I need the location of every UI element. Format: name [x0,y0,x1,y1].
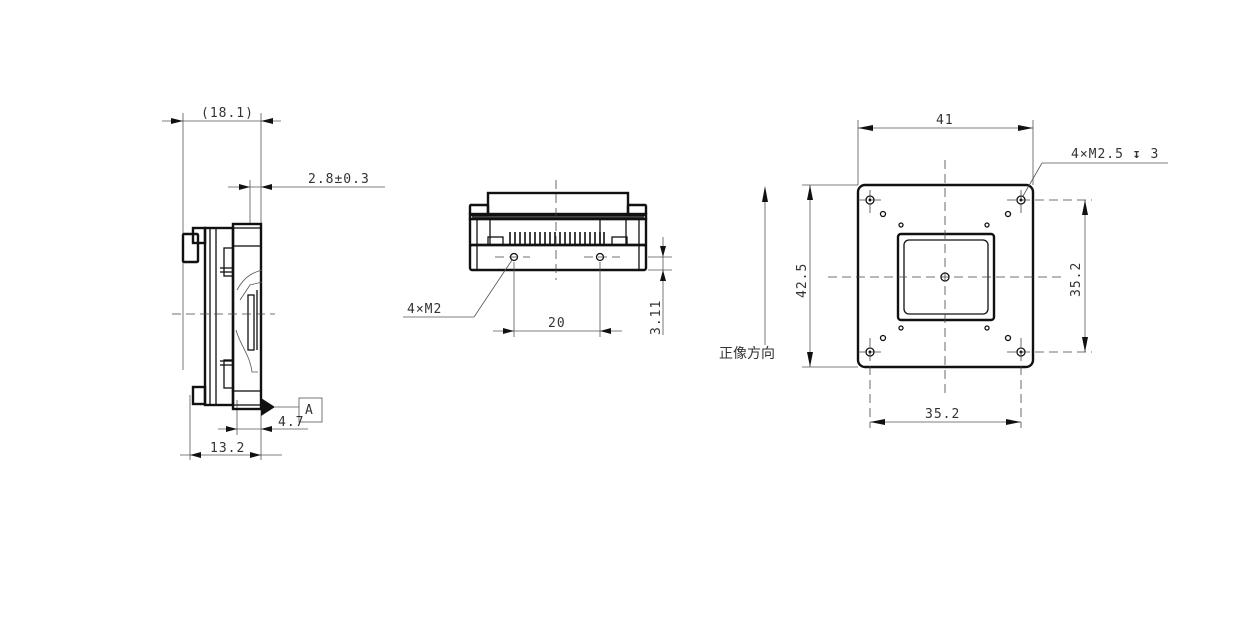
heat-sink-fins [509,232,605,245]
dim-hole-pitch-horizontal: 35.2 [925,407,960,422]
image-orientation-label: 正像方向 [719,346,775,362]
dim-overall-depth: (18.1) [201,106,254,121]
callout-mount-holes: 4×M2 [407,302,442,317]
mounting-plate [856,183,1035,369]
datum-box [298,397,323,423]
datum-triangle [261,398,275,416]
depth-symbol-icon: ↧ [1133,147,1142,162]
bottom-view: 4×M2 20 3.11 [403,180,672,337]
dim-body-depth: 13.2 [210,441,245,456]
dim-front-height: 42.5 [795,263,810,298]
dim-hole-pitch-vertical: 35.2 [1069,262,1084,297]
side-view: (18.1) 2.8±0.3 A [162,106,385,460]
datum-label: A [305,403,314,418]
orientation-arrow-icon [762,186,768,202]
dim-front-width: 41 [936,113,954,128]
dim-flange-thickness: 2.8±0.3 [308,172,370,187]
dim-datum-offset: 4.7 [278,415,304,430]
dim-hole-spacing: 20 [548,316,566,331]
callout-corner-holes: 4×M2.5 ↧ 3 [1071,147,1159,162]
front-view: 正像方向 42.5 41 [719,113,1168,428]
dim-hole-height: 3.11 [649,300,664,335]
corner-holes [858,190,1092,428]
